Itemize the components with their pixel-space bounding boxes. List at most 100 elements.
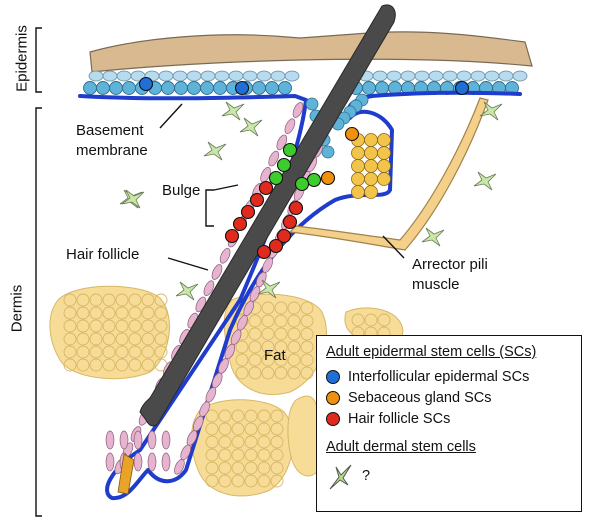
fat-cell xyxy=(261,314,275,328)
fat-cell xyxy=(102,319,116,333)
sebaceous-cell xyxy=(377,146,391,160)
green-cell xyxy=(306,172,322,188)
suprabasal-cell xyxy=(116,70,132,82)
sebaceous-cell xyxy=(377,172,391,186)
hair-follicle-sc xyxy=(224,228,240,244)
sebaceous-cell xyxy=(351,146,365,160)
fat-cell xyxy=(270,409,284,423)
follicle-cell xyxy=(284,118,296,134)
fat-cell xyxy=(364,313,378,327)
fat-cell xyxy=(141,319,155,333)
fat-cell xyxy=(274,314,288,328)
fat-cell xyxy=(300,301,314,315)
fat-cell xyxy=(154,332,168,346)
hair-follicle-sc xyxy=(232,216,248,232)
basal-cell xyxy=(174,81,188,95)
dermal-stellate-cell xyxy=(257,279,281,299)
fat-cell xyxy=(257,435,271,449)
fat-cell xyxy=(300,327,314,341)
fat-cell xyxy=(287,327,301,341)
green-cell xyxy=(282,142,298,158)
legend-label: Interfollicular epidermal SCs xyxy=(348,368,530,385)
suprabasal-cell xyxy=(386,70,402,82)
fat-cell xyxy=(261,366,275,380)
fat-cell xyxy=(205,422,219,436)
interfollicular-sc xyxy=(138,76,154,92)
sebaceous-cell xyxy=(364,159,378,173)
fat-cell xyxy=(287,353,301,367)
bulb-cell xyxy=(147,430,157,450)
hair-follicle-sc xyxy=(276,228,292,244)
fat-cell xyxy=(76,319,90,333)
basal-cell xyxy=(96,81,110,95)
dermal-cell-icon xyxy=(329,464,352,490)
suprabasal-cell xyxy=(102,70,118,82)
fat-cell xyxy=(89,332,103,346)
orange-cell-icon xyxy=(326,390,340,405)
suprabasal-cell xyxy=(256,70,272,82)
fat-cell xyxy=(205,435,219,449)
outer-root-sheath-cell xyxy=(305,97,319,111)
legend-title-epidermal: Adult epidermal stem cells (SCs) xyxy=(326,344,537,360)
follicle-cell xyxy=(211,264,223,280)
fat-cell xyxy=(63,332,77,346)
fat-cell xyxy=(261,340,275,354)
fat-cell xyxy=(235,353,249,367)
fat-cell xyxy=(274,340,288,354)
fat-label: Fat xyxy=(264,347,286,364)
fat-cell xyxy=(235,366,249,380)
basal-cell xyxy=(187,81,201,95)
dermal-stem-cells xyxy=(119,101,503,301)
fat-cell xyxy=(261,301,275,315)
basal-cell xyxy=(109,81,123,95)
fat-cell xyxy=(235,340,249,354)
suprabasal-cell xyxy=(214,70,230,82)
fat-cell xyxy=(89,293,103,307)
basal-cell xyxy=(252,81,266,95)
basement-membrane-line1: Basement xyxy=(76,122,144,139)
fat-cell xyxy=(231,435,245,449)
fat-cell xyxy=(244,409,258,423)
fat-cell xyxy=(257,448,271,462)
fat-cell xyxy=(63,293,77,307)
hair-follicle-sc xyxy=(288,200,304,216)
suprabasal-cell xyxy=(442,70,458,82)
fat-cell xyxy=(244,448,258,462)
fat-cell xyxy=(218,461,232,475)
fat-cell xyxy=(244,474,258,488)
basal-cell xyxy=(265,81,279,95)
fat-cell xyxy=(231,422,245,436)
fat-cell xyxy=(274,353,288,367)
sebaceous-sc xyxy=(320,170,336,186)
fat-cell xyxy=(248,340,262,354)
suprabasal-cell xyxy=(512,70,528,82)
fat-cell xyxy=(274,327,288,341)
fat-cell xyxy=(300,314,314,328)
dermal-stellate-cell xyxy=(479,101,503,121)
fat-cell xyxy=(257,422,271,436)
sebaceous-cell xyxy=(364,172,378,186)
fat-cell xyxy=(115,293,129,307)
fat-cell xyxy=(270,422,284,436)
fat-cell xyxy=(274,301,288,315)
dermal-stellate-cell xyxy=(175,281,199,301)
fat-cell xyxy=(261,327,275,341)
dermal-stellate-cell xyxy=(203,141,227,161)
stem-cells xyxy=(138,76,470,260)
fat-cell xyxy=(351,313,365,327)
sebaceous-sc xyxy=(344,126,360,142)
sebaceous-cell xyxy=(377,159,391,173)
fat-cell xyxy=(128,319,142,333)
arrector-pili-label: Arrector pili muscle xyxy=(412,256,488,294)
fat-cell xyxy=(218,448,232,462)
fat-cell xyxy=(63,319,77,333)
follicle-cell xyxy=(203,280,215,296)
basal-cell xyxy=(213,81,227,95)
follicle-cell xyxy=(219,248,231,264)
fat-cell xyxy=(261,353,275,367)
basal-cell xyxy=(161,81,175,95)
sebaceous-cell xyxy=(351,172,365,186)
stratum-corneum xyxy=(89,31,533,73)
basal-cell xyxy=(362,81,376,95)
